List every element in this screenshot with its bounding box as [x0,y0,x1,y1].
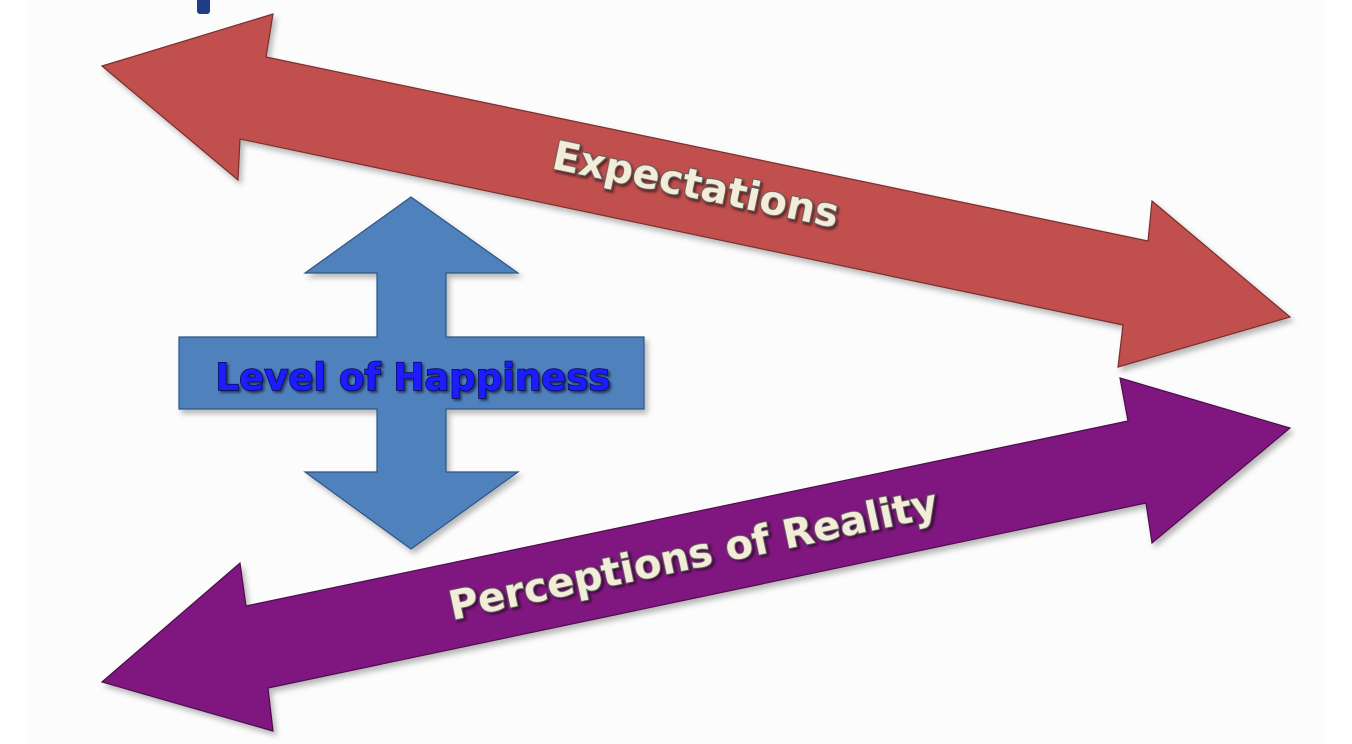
expectations-arrow [100,13,1292,368]
perceptions-arrow [100,377,1292,732]
happiness-label: Level of Happiness [216,356,611,399]
happiness-arrow [178,196,645,550]
title-fragment [197,0,210,14]
